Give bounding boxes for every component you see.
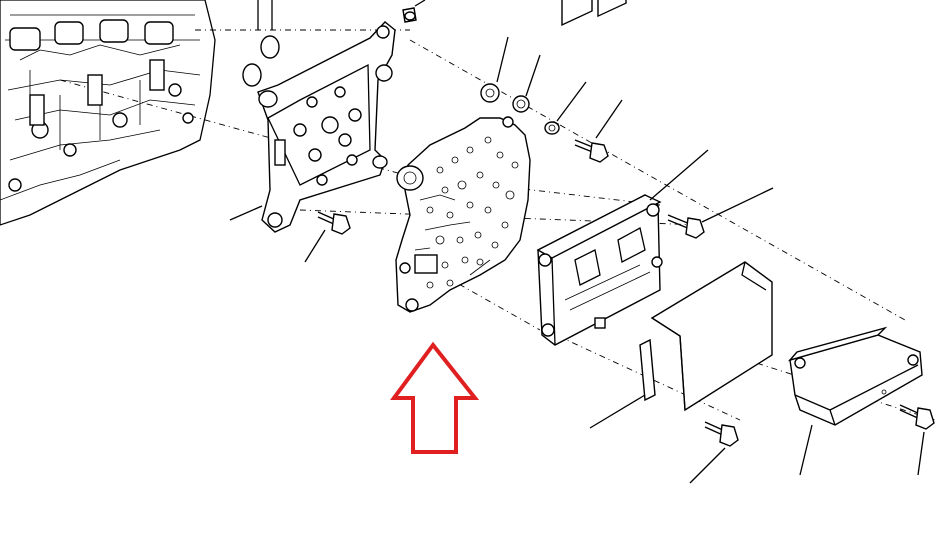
cover-bolt (899, 404, 935, 476)
top-plug (402, 0, 426, 23)
valve-body-plate (395, 116, 531, 313)
ecm-module (536, 0, 709, 346)
shield-bolt (689, 421, 739, 484)
damper-grommets (480, 36, 541, 113)
plate-bolt (574, 99, 623, 163)
bracket-bolt (304, 211, 351, 263)
heat-shield (589, 261, 773, 429)
washer-nut (544, 81, 587, 135)
engine-block-fragment (0, 0, 216, 226)
mounting-bracket (229, 21, 396, 233)
outer-cover (787, 326, 923, 476)
ecm-bolt (667, 187, 774, 239)
up-arrow-outline-icon (390, 341, 480, 454)
o-ring-seals (242, 0, 280, 87)
